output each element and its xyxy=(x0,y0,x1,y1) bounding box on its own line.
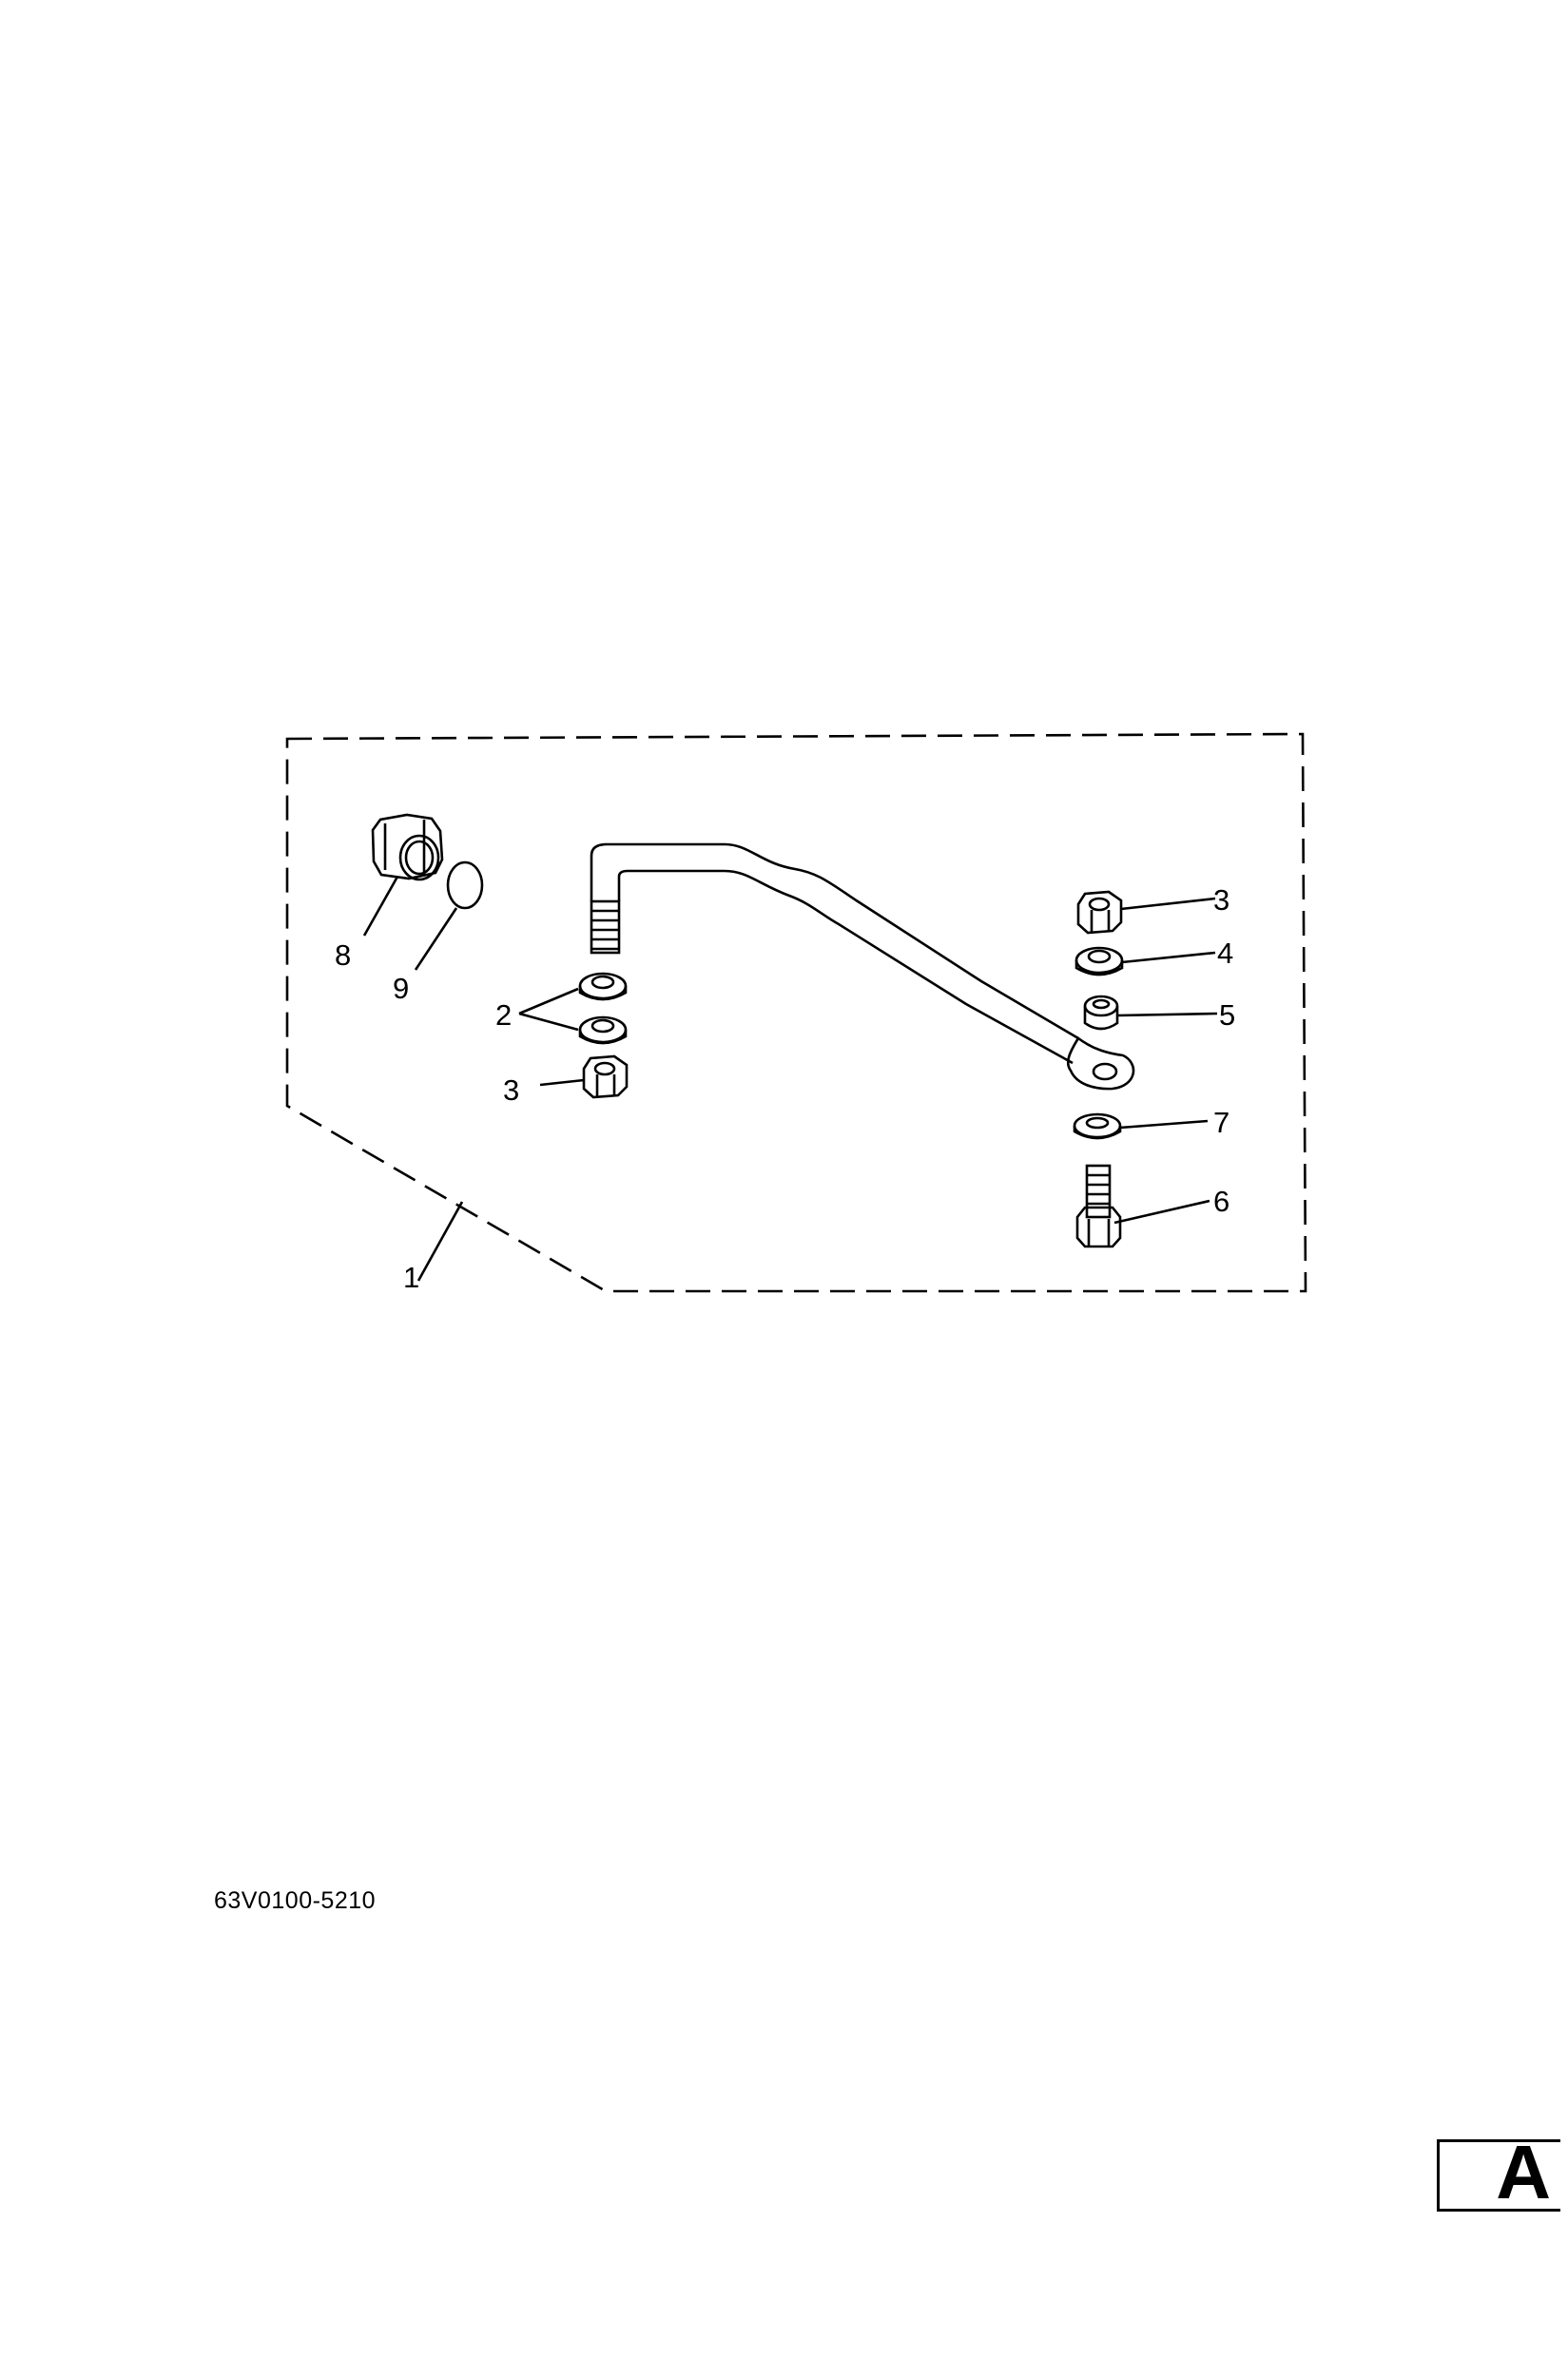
callout-2: 2 xyxy=(495,998,512,1032)
assembly-boundary xyxy=(285,732,1307,1293)
callout-9: 9 xyxy=(393,972,409,1005)
nut-3-right xyxy=(1076,890,1123,935)
leader-6 xyxy=(1113,1199,1210,1225)
callout-4: 4 xyxy=(1217,937,1233,970)
washer-2-upper xyxy=(578,972,628,1001)
nut-3-left xyxy=(582,1054,629,1099)
washer-4 xyxy=(1074,946,1124,976)
callout-6: 6 xyxy=(1213,1185,1229,1218)
callout-5: 5 xyxy=(1219,998,1235,1032)
bolt-6 xyxy=(1075,1164,1122,1248)
callout-3-left: 3 xyxy=(503,1073,519,1107)
washer-7 xyxy=(1073,1112,1122,1140)
collar-5 xyxy=(1083,995,1119,1031)
grommet-part xyxy=(371,813,444,881)
leader-3-right xyxy=(1120,897,1216,911)
section-tab: A xyxy=(1437,2135,1560,2212)
callout-7: 7 xyxy=(1213,1106,1229,1139)
leader-5 xyxy=(1116,1012,1218,1017)
callout-1: 1 xyxy=(403,1261,419,1294)
leader-2b xyxy=(518,1012,579,1032)
leader-8 xyxy=(362,876,399,937)
leader-1 xyxy=(416,1201,464,1282)
callout-3-right: 3 xyxy=(1213,883,1229,917)
steering-link-rod xyxy=(590,842,1135,1091)
leader-9 xyxy=(414,907,458,971)
leader-7 xyxy=(1119,1119,1209,1130)
o-ring-part xyxy=(446,860,484,910)
washer-2-lower xyxy=(578,1015,628,1045)
drawing-code: 63V0100-5210 xyxy=(214,1887,377,1914)
callout-8: 8 xyxy=(335,938,351,972)
leader-3-left xyxy=(539,1078,585,1087)
leader-4 xyxy=(1121,951,1216,964)
leader-2a xyxy=(518,987,579,1015)
section-tab-letter: A xyxy=(1496,2130,1551,2214)
